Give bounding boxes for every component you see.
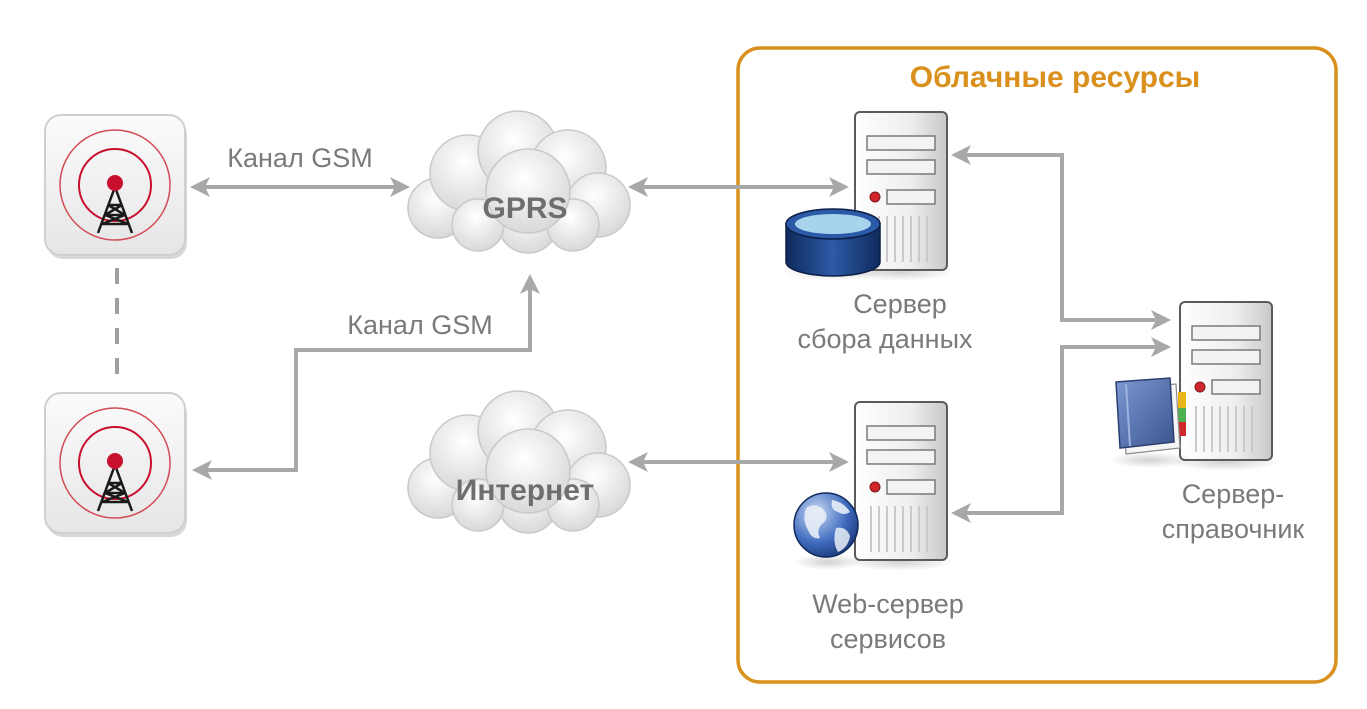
data-server-label-line2: сбора данных — [797, 324, 973, 354]
internet-label: Интернет — [456, 474, 595, 507]
data-collection-server: Сервер сбора данных — [782, 111, 973, 354]
web-server-label-line1: Web-сервер — [812, 589, 964, 619]
reference-server-label-line1: Сервер- — [1182, 479, 1285, 509]
gprs-cloud: GPRS — [407, 110, 631, 254]
book-icon — [1108, 377, 1192, 468]
cloud-resources-frame — [736, 46, 1338, 684]
reference-server-label-line2: справочник — [1162, 514, 1305, 544]
data-server-label-line1: Сервер — [853, 289, 947, 319]
radio-tower-icon — [43, 391, 189, 539]
internet-cloud: Интернет — [407, 390, 631, 534]
web-server-label-line2: сервисов — [830, 624, 946, 654]
cloud-resources-title: Облачные ресурсы — [910, 61, 1201, 94]
data-server-to-reference-link — [951, 145, 1171, 330]
database-icon — [782, 208, 886, 281]
gprs-label: GPRS — [482, 192, 567, 225]
gsm-link-bottom-label: Канал GSM — [347, 310, 492, 340]
globe-icon — [793, 492, 862, 570]
reference-server: Сервер- справочник — [1108, 301, 1305, 544]
gsm-link-bottom — [192, 274, 540, 480]
web-server-to-reference-link — [951, 337, 1171, 523]
radio-tower-icon — [43, 113, 189, 261]
gsm-link-top-label: Канал GSM — [227, 143, 372, 173]
web-server: Web-сервер сервисов — [793, 401, 964, 654]
